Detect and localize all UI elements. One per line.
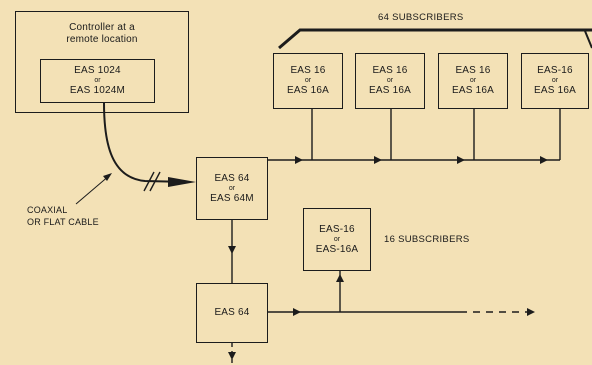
cable-label-line2: OR FLAT CABLE bbox=[27, 217, 99, 227]
expander-label: EAS 64 bbox=[214, 307, 250, 318]
subscriber-unit-4: EAS-16 or EAS 16A bbox=[521, 53, 589, 109]
controller-box: Controller at a remote location bbox=[15, 11, 189, 113]
subscriber-unit-or: or bbox=[304, 77, 312, 84]
cable-break-mark-1 bbox=[143, 171, 155, 192]
subscriber-unit-or: or bbox=[469, 77, 477, 84]
lower-subscriber-unit: EAS-16 or EAS-16A bbox=[303, 208, 371, 271]
lower-subscriber-or: or bbox=[333, 235, 341, 243]
cable-break-mark-2 bbox=[149, 171, 161, 192]
lower-subscriber-line1: EAS-16 bbox=[319, 223, 355, 235]
controller-unit-box: EAS 1024 or EAS 1024M bbox=[40, 59, 155, 103]
subscriber-unit-line1: EAS 16 bbox=[372, 65, 408, 76]
controller-unit-line1: EAS 1024 bbox=[74, 65, 121, 76]
subscriber-unit-or: or bbox=[386, 77, 394, 84]
top-subscribers-label: 64 SUBSCRIBERS bbox=[378, 12, 464, 23]
subscriber-unit-line1: EAS 16 bbox=[455, 65, 491, 76]
hub-line2: EAS 64M bbox=[210, 192, 254, 204]
subscriber-unit-line2: EAS 16A bbox=[287, 85, 329, 96]
subscriber-unit-or: or bbox=[551, 77, 559, 84]
cable-label: COAXIAL OR FLAT CABLE bbox=[27, 204, 99, 228]
expander-box: EAS 64 bbox=[196, 283, 268, 343]
hub-box: EAS 64 or EAS 64M bbox=[196, 157, 268, 220]
subscriber-unit-1: EAS 16 or EAS 16A bbox=[273, 53, 343, 109]
subscriber-unit-line1: EAS-16 bbox=[537, 65, 573, 76]
controller-unit-line2: EAS 1024M bbox=[69, 85, 126, 96]
subscribers-brace bbox=[278, 28, 592, 50]
subscriber-unit-3: EAS 16 or EAS 16A bbox=[438, 53, 508, 109]
lower-subscriber-line2: EAS-16A bbox=[315, 243, 359, 255]
controller-caption-line2: remote location bbox=[66, 34, 138, 45]
subscriber-unit-line2: EAS 16A bbox=[452, 85, 494, 96]
subscriber-unit-line2: EAS 16A bbox=[534, 85, 576, 96]
subscriber-unit-line1: EAS 16 bbox=[290, 65, 326, 76]
controller-unit-or: or bbox=[94, 77, 101, 84]
hub-line1: EAS 64 bbox=[214, 172, 250, 184]
cable-line bbox=[103, 102, 189, 183]
controller-caption-line1: Controller at a bbox=[69, 22, 135, 33]
subscriber-unit-line2: EAS 16A bbox=[369, 85, 411, 96]
hub-or: or bbox=[228, 184, 236, 192]
cable-label-pointer bbox=[75, 174, 111, 205]
lower-subscribers-label: 16 SUBSCRIBERS bbox=[384, 234, 470, 245]
cable-arrowhead bbox=[168, 177, 196, 187]
subscriber-unit-2: EAS 16 or EAS 16A bbox=[355, 53, 425, 109]
cable-label-line1: COAXIAL bbox=[27, 205, 68, 215]
